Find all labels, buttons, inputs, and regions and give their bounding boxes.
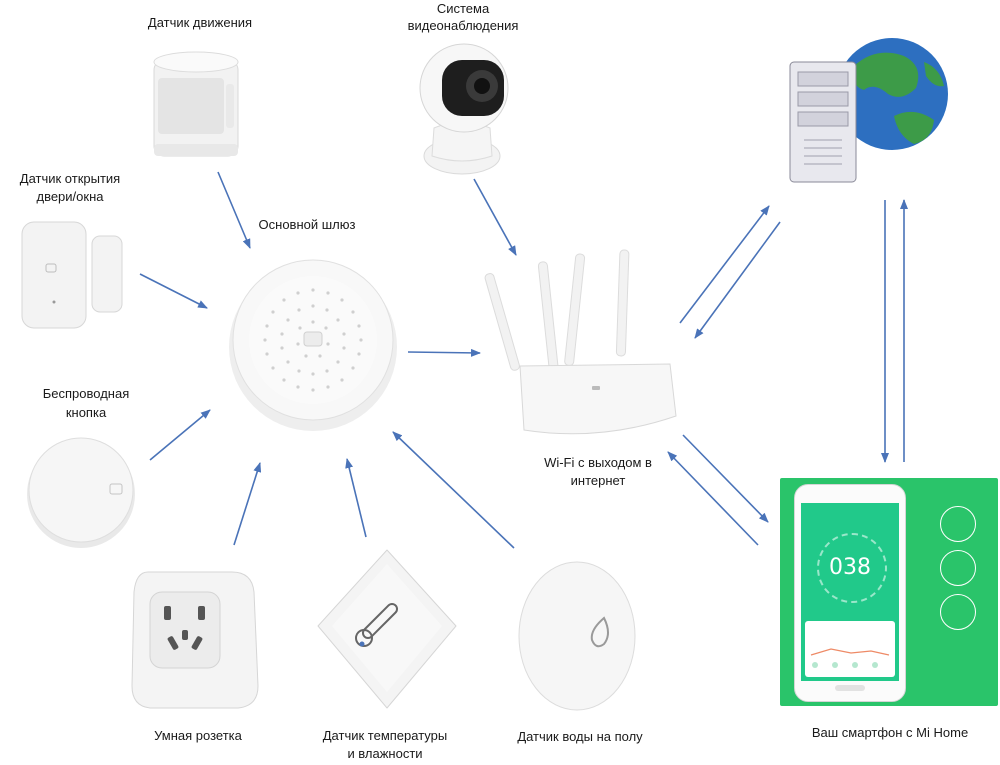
arrow-router-to-server [679,205,770,324]
label-wireless-button-line1: Беспроводная [42,386,130,401]
smart-plug-icon [131,571,259,709]
label-door-sensor-line1: Датчик открытия [19,171,121,186]
gateway-icon [229,259,397,431]
label-wireless-button-line2: кнопка [65,405,107,420]
smartphone-panel: 038 [780,478,998,706]
phone-chart-icon [810,648,890,668]
label-door-sensor-line2: двери/окна [36,189,104,204]
water-sensor-icon [518,561,636,711]
app-icon-graph [940,550,976,586]
phone-gauge [817,533,887,603]
phone-screen: 038 [801,503,899,681]
arrow-motion-to-gateway [217,171,251,249]
arrow-gateway-to-router [407,348,481,357]
phone-reading: 038 [829,555,871,580]
label-router-line1: Wi-Fi с выходом в [544,455,652,470]
arrow-water-to-gateway [392,431,515,549]
arrow-temp-to-gateway [345,458,367,538]
arrow-router-to-phone [682,434,769,523]
router-icon [484,249,677,435]
phone-chart-area [805,621,895,677]
arrow-camera-to-router [473,178,517,256]
arrow-door-to-gateway [139,273,208,309]
temperature-sensor-icon [317,549,457,709]
motion-sensor-icon [153,51,239,157]
door-sensor-icon [21,221,123,329]
label-smart-plug: Умная розетка [154,728,242,743]
arrow-plug-to-gateway [233,462,262,546]
camera-icon [419,43,509,175]
label-camera-line2: видеонаблюдения [407,18,519,33]
server-globe-icon [789,38,948,183]
app-icon-phone [940,506,976,542]
label-router-line2: интернет [570,473,626,488]
label-gateway: Основной шлюз [258,217,356,232]
label-water-sensor: Датчик воды на полу [517,729,643,744]
phone-device: 038 [794,484,906,702]
label-camera-line1: Система [436,1,490,16]
label-temp-sensor-line1: Датчик температуры [322,728,448,743]
label-temp-sensor-line2: и влажности [347,746,423,761]
label-smartphone: Ваш смартфон с Mi Home [811,725,969,740]
wireless-button-icon [27,437,135,548]
app-icon-moon [940,594,976,630]
arrow-server-to-router [694,221,781,339]
label-motion-sensor: Датчик движения [147,15,253,30]
arrow-phone-to-router [667,451,759,546]
arrow-button-to-gateway [149,409,211,461]
phone-home-button [835,685,865,691]
